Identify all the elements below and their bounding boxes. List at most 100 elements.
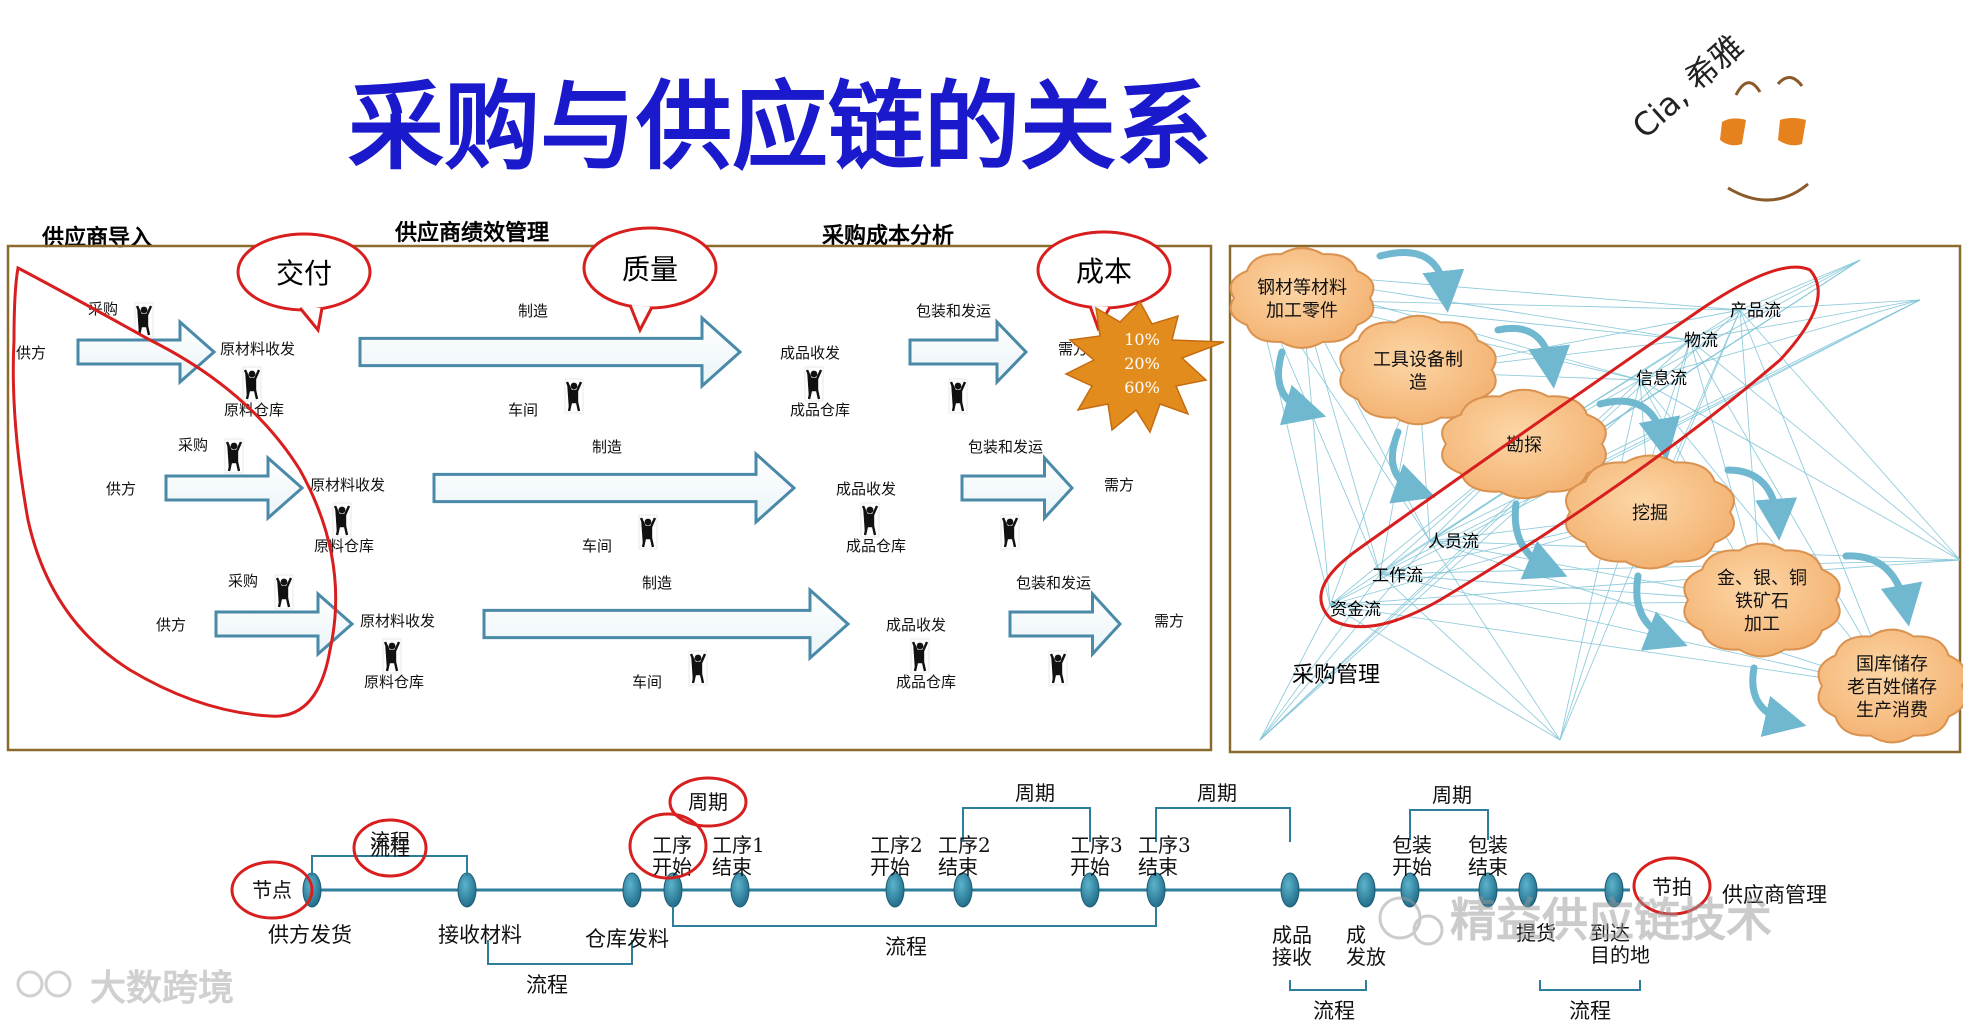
cloud-text: 勘探: [1506, 435, 1542, 456]
warehouse-label: 原料仓库: [314, 537, 374, 555]
label-pack-end-2: 结束: [1468, 855, 1508, 879]
label-arrive-1: 到达: [1590, 921, 1630, 945]
flow-product: 产品流: [1730, 301, 1781, 321]
label-fs-1: 成: [1346, 923, 1366, 947]
make-label: 制造: [518, 302, 548, 320]
shipper-figure: [999, 513, 1021, 551]
cloud-4: 挖掘: [1565, 454, 1735, 570]
label-arrive-2: 目的地: [1590, 943, 1650, 967]
manufacture-arrow: [482, 586, 851, 662]
shipper-figure: [1047, 649, 1069, 687]
label-p2-end-2: 结束: [938, 855, 978, 879]
timeline-node: [730, 872, 750, 908]
cycle-label: 流程: [370, 829, 410, 853]
cycle-bracket: 周期: [1409, 783, 1489, 840]
svg-text:交付: 交付: [276, 257, 332, 290]
cost-star-burst: 10% 20% 60%: [1064, 300, 1225, 434]
process-circle: 流程: [352, 818, 428, 878]
star-line-3: 60%: [1124, 378, 1160, 397]
workshop-label: 车间: [508, 401, 538, 419]
process-label: 流程: [526, 973, 568, 997]
star-line-2: 20%: [1124, 354, 1160, 373]
flow-people: 人员流: [1428, 532, 1479, 552]
supplier-intro-loop: [11, 265, 338, 718]
label-p1-end-1: 工序1: [712, 833, 765, 857]
purchaser-figure: [273, 573, 295, 611]
process-bracket-top: 流程: [311, 829, 468, 876]
cloud-text: 生产消费: [1856, 700, 1928, 721]
page-title: 采购与供应链的关系: [348, 70, 1212, 183]
fg-receive-label: 成品收发: [886, 616, 946, 634]
label-p3-end-2: 结束: [1138, 855, 1178, 879]
timeline-node: [885, 872, 905, 908]
process-label: 流程: [1569, 999, 1611, 1021]
cloud-3: 勘探: [1441, 388, 1607, 500]
svg-text:成本: 成本: [1076, 255, 1132, 288]
bubble-quality: 质量: [582, 226, 718, 334]
fg-handler-figure: [803, 365, 825, 403]
supply-arrow: [164, 454, 305, 522]
receiver-figure: [241, 365, 263, 403]
make-label: 制造: [592, 438, 622, 456]
label-supplier-management: 供应商管理: [1722, 883, 1827, 907]
cycle-bracket: 周期: [962, 781, 1091, 842]
label-p3-start-2: 开始: [1070, 855, 1110, 879]
pack-label: 包装和发运: [968, 438, 1043, 456]
timeline-node: [1518, 872, 1538, 908]
fg-warehouse-label: 成品仓库: [846, 537, 906, 555]
cycle-arrow: [1511, 500, 1568, 580]
label-p3-end-1: 工序3: [1138, 833, 1191, 857]
label-warehouse-issue: 仓库发料: [585, 927, 669, 951]
takt-circle-text: 节拍: [1652, 875, 1692, 899]
cycle-arrow: [1275, 348, 1327, 426]
cloud-text: 挖掘: [1632, 503, 1668, 524]
timeline-node: [1356, 872, 1376, 908]
cloud-text: 钢材等材料: [1257, 278, 1347, 299]
demand-label: 需方: [1104, 476, 1134, 494]
timeline-node: [1478, 872, 1498, 908]
cycle-bracket: 周期: [1155, 781, 1291, 842]
process-label: 流程: [885, 935, 927, 959]
manufacture-arrow: [432, 450, 797, 526]
cycle-arrow: [1724, 466, 1798, 541]
label-pack-end-1: 包装: [1468, 833, 1508, 857]
ship-arrow: [960, 454, 1075, 522]
pack-label: 包装和发运: [1016, 574, 1091, 592]
fg-receive-label: 成品收发: [836, 480, 896, 498]
label-p2-end-1: 工序2: [938, 833, 991, 857]
fg-warehouse-label: 成品仓库: [790, 401, 850, 419]
ship-arrow: [1008, 590, 1123, 658]
fg-warehouse-label: 成品仓库: [896, 673, 956, 691]
timeline-node: [1604, 872, 1624, 908]
label-pack-start-1: 包装: [1392, 833, 1432, 857]
label-supplier-performance: 供应商绩效管理: [394, 220, 549, 246]
ship-arrow: [908, 318, 1029, 386]
cloud-text: 金、银、铜: [1717, 568, 1807, 589]
cycle-label: 周期: [1432, 783, 1472, 807]
label-supplier-ship: 供方发货: [268, 923, 352, 947]
cycle-label: 周期: [1015, 781, 1055, 805]
receive-label: 原材料收发: [310, 476, 385, 494]
pack-label: 包装和发运: [916, 302, 991, 320]
label-fg-1: 成品: [1272, 923, 1312, 947]
cycle-arrows: [1275, 249, 1923, 737]
purchase-label: 采购: [178, 436, 208, 454]
label-cost-analysis: 采购成本分析: [822, 223, 954, 249]
svg-text:质量: 质量: [622, 253, 678, 286]
process-bracket: 流程: [1539, 980, 1641, 1021]
cycle-label: 周期: [1197, 781, 1237, 805]
supplier-label: 供方: [106, 480, 136, 498]
demand-label: 需方: [1154, 612, 1184, 630]
purchase-label: 采购: [88, 300, 118, 318]
node-circle: 节点: [230, 860, 314, 920]
right-panel-frame: [1228, 244, 1962, 754]
label-receive-material: 接收材料: [438, 923, 522, 947]
worker-figure: [687, 649, 709, 687]
cloud-text: 造: [1409, 373, 1427, 394]
cloud-text: 工具设备制: [1373, 350, 1463, 371]
bubble-delivery: 交付: [236, 232, 372, 334]
flow-capital: 资金流: [1330, 600, 1381, 620]
